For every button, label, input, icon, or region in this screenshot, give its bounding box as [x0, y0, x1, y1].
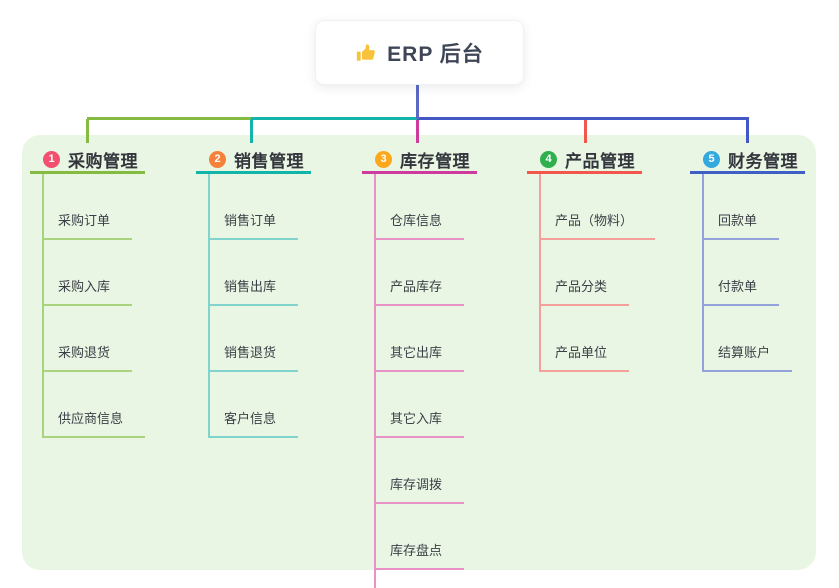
child-node[interactable]: 库存调拨 [376, 438, 465, 504]
branch-children: 采购订单 采购入库 采购退货 供应商信息 [42, 174, 146, 438]
child-label: 销售退货 [224, 345, 277, 360]
thumbs-up-icon [355, 42, 377, 64]
child-label: 付款单 [718, 279, 758, 294]
child-label: 产品库存 [390, 279, 443, 294]
branch-label: 销售管理 [234, 151, 304, 171]
child-node[interactable]: 销售订单 [210, 174, 299, 240]
root-label: ERP 后台 [387, 42, 484, 66]
child-label: 回款单 [718, 213, 758, 228]
child-label: 产品分类 [555, 279, 608, 294]
child-node[interactable]: 库存盘点 [376, 504, 465, 570]
branch-badge: 4 [540, 150, 557, 168]
child-label: 产品单位 [555, 345, 608, 360]
branch-3-inventory: 3 库存管理 仓库信息 产品库存 其它出库 其它入库 库存调拨 库存盘点 出库库… [362, 147, 477, 588]
child-node[interactable]: 产品（物料） [541, 174, 656, 240]
branch-1-purchase: 1 采购管理 采购订单 采购入库 采购退货 供应商信息 [30, 147, 146, 438]
connector-branch-5-drop [746, 119, 749, 143]
branch-badge: 5 [703, 150, 720, 168]
branch-badge: 1 [43, 150, 60, 168]
branch-title[interactable]: 5 财务管理 [690, 147, 805, 174]
child-node[interactable]: 产品库存 [376, 240, 465, 306]
connector-branch-3-drop [416, 120, 419, 143]
branch-2-sales: 2 销售管理 销售订单 销售出库 销售退货 客户信息 [196, 147, 311, 438]
child-label: 销售出库 [224, 279, 277, 294]
child-label: 结算账户 [718, 345, 771, 360]
connector-root [416, 83, 419, 119]
branch-title[interactable]: 2 销售管理 [196, 147, 311, 174]
child-label: 销售订单 [224, 213, 277, 228]
branch-children: 回款单 付款单 结算账户 [702, 174, 793, 372]
child-node[interactable]: 采购入库 [44, 240, 133, 306]
child-label: 其它入库 [390, 411, 443, 426]
branch-5-finance: 5 财务管理 回款单 付款单 结算账户 [690, 147, 805, 372]
child-node[interactable]: 采购退货 [44, 306, 133, 372]
connector-branch-5 [417, 117, 749, 120]
connector-branch-2-drop [250, 119, 253, 143]
connector-branch-2 [251, 117, 420, 120]
child-node[interactable]: 采购订单 [44, 174, 133, 240]
branch-title[interactable]: 3 库存管理 [362, 147, 477, 174]
connector-branch-4-drop [584, 119, 587, 143]
child-node[interactable]: 产品分类 [541, 240, 630, 306]
branch-children: 销售订单 销售出库 销售退货 客户信息 [208, 174, 299, 438]
branches-panel [22, 135, 816, 570]
child-node[interactable]: 销售出库 [210, 240, 299, 306]
root-node[interactable]: ERP 后台 [315, 20, 524, 85]
child-label: 库存调拨 [390, 477, 443, 492]
branch-label: 库存管理 [400, 151, 470, 171]
child-node[interactable]: 客户信息 [210, 372, 299, 438]
connector-branch-1-drop [86, 119, 89, 143]
child-node[interactable]: 其它入库 [376, 372, 465, 438]
child-node[interactable]: 产品单位 [541, 306, 630, 372]
branch-title[interactable]: 4 产品管理 [527, 147, 642, 174]
branch-label: 采购管理 [68, 151, 138, 171]
child-label: 采购退货 [58, 345, 111, 360]
branch-badge: 3 [375, 150, 392, 168]
child-label: 供应商信息 [58, 411, 124, 426]
child-node[interactable]: 其它出库 [376, 306, 465, 372]
branch-badge: 2 [209, 150, 226, 168]
child-label: 仓库信息 [390, 213, 443, 228]
child-node[interactable]: 回款单 [704, 174, 780, 240]
child-node[interactable]: 销售退货 [210, 306, 299, 372]
branch-label: 财务管理 [728, 151, 798, 171]
child-label: 其它出库 [390, 345, 443, 360]
child-node[interactable]: 结算账户 [704, 306, 793, 372]
child-label: 库存盘点 [390, 543, 443, 558]
child-label: 产品（物料） [555, 213, 634, 228]
branch-4-product: 4 产品管理 产品（物料） 产品分类 产品单位 [527, 147, 656, 372]
child-label: 采购入库 [58, 279, 111, 294]
child-label: 采购订单 [58, 213, 111, 228]
child-node[interactable]: 供应商信息 [44, 372, 146, 438]
child-node[interactable]: 出库库明细 [376, 570, 477, 588]
branch-children: 仓库信息 产品库存 其它出库 其它入库 库存调拨 库存盘点 出库库明细 [374, 174, 477, 588]
branch-title[interactable]: 1 采购管理 [30, 147, 145, 174]
child-node[interactable]: 仓库信息 [376, 174, 465, 240]
child-node[interactable]: 付款单 [704, 240, 780, 306]
branch-label: 产品管理 [565, 151, 635, 171]
child-label: 客户信息 [224, 411, 277, 426]
branch-children: 产品（物料） 产品分类 产品单位 [539, 174, 656, 372]
